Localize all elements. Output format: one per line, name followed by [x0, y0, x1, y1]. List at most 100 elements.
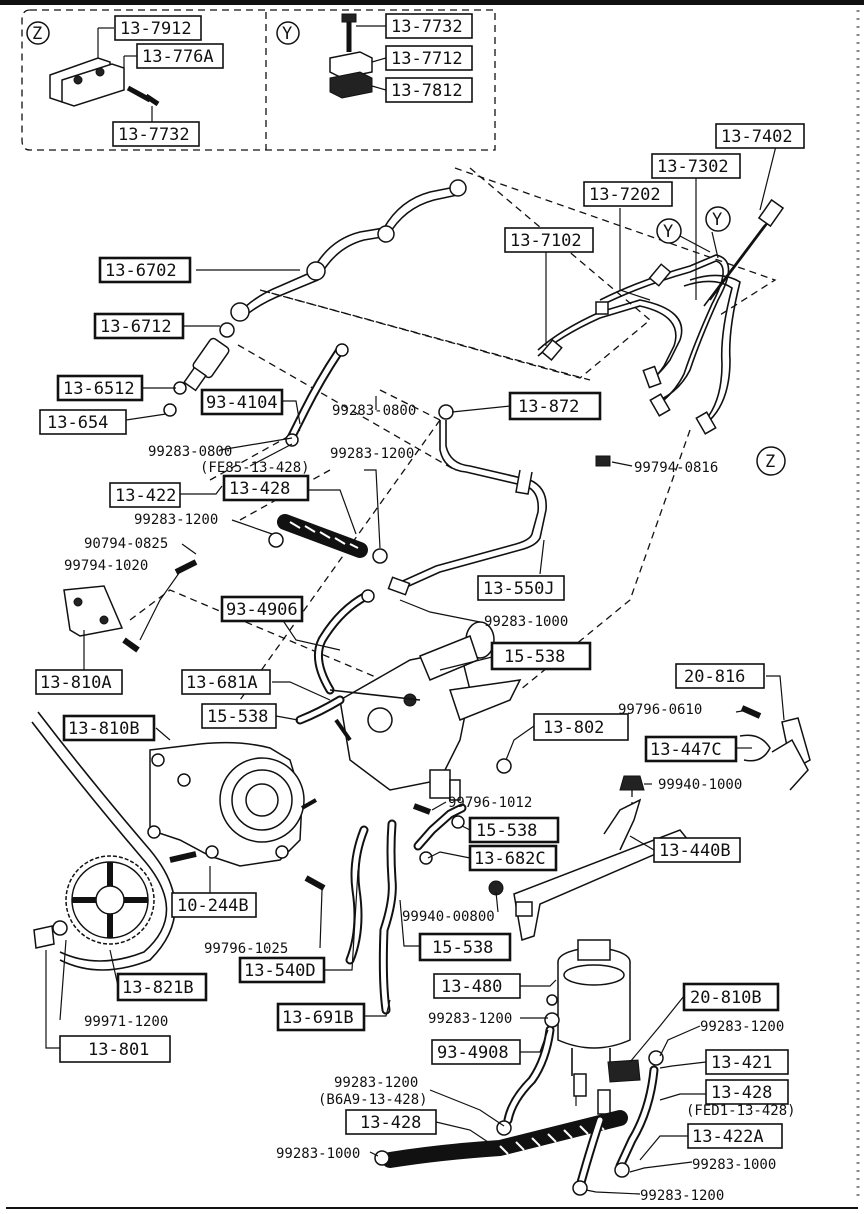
- label-20-810b: 20-810B: [690, 988, 762, 1008]
- bracket-20-816: [739, 705, 811, 791]
- banjo-fitting: [449, 179, 467, 197]
- banjo-fitting: [306, 261, 326, 281]
- text-99283-1200-f: 99283-1200: [640, 1188, 724, 1204]
- text-99283-1000-c: 99283-1000: [692, 1157, 776, 1173]
- hose-93-4906: [313, 591, 371, 695]
- label-13-422: 13-422: [115, 486, 176, 506]
- inset-y-label-3: 13-7812: [391, 81, 463, 101]
- label-93-4104: 93-4104: [206, 393, 278, 413]
- return-pipe: [163, 179, 467, 417]
- gasket: [219, 322, 235, 338]
- label-13-422a: 13-422A: [692, 1127, 764, 1147]
- clamp-hole: [95, 67, 105, 77]
- label-box: [112, 121, 200, 147]
- hose-13-428: [268, 514, 388, 564]
- bolt: [304, 875, 326, 891]
- clamp-upper-block: [61, 63, 125, 107]
- marker-y-circle: [656, 218, 682, 244]
- label-13-810b: 13-810B: [68, 719, 140, 739]
- filter-bracket: [513, 798, 690, 941]
- label-box: [114, 15, 202, 41]
- label-13-872: 13-872: [518, 397, 579, 417]
- label-13-801: 13-801: [88, 1040, 149, 1060]
- label-13-6702: 13-6702: [105, 261, 177, 281]
- bracket-13-810a: [63, 559, 198, 653]
- inset-y-label-2: 13-7712: [391, 49, 463, 69]
- label-13-7402: 13-7402: [721, 127, 793, 147]
- text-99283-1200-e: 99283-1200: [334, 1075, 418, 1091]
- bolt: [169, 851, 197, 863]
- label-13-480: 13-480: [441, 977, 502, 997]
- text-99796-0610: 99796-0610: [618, 702, 702, 718]
- clamp-hole: [73, 75, 83, 85]
- label-13-428-b: 13-428: [711, 1083, 772, 1103]
- text-99940-00800: 99940-00800: [402, 909, 495, 925]
- nut: [619, 775, 645, 791]
- washer: [163, 403, 177, 417]
- inset-z-label-2: 13-776A: [142, 47, 214, 67]
- text-90794-0825: 90794-0825: [84, 536, 168, 552]
- label-13-691b: 13-691B: [282, 1008, 354, 1028]
- label-93-4906: 93-4906: [226, 600, 298, 620]
- label-13-7202: 13-7202: [589, 185, 661, 205]
- banjo-13-872: [438, 404, 454, 420]
- label-13-7302: 13-7302: [657, 157, 729, 177]
- label-15-538-b: 15-538: [207, 707, 268, 727]
- y-marker-circle: [276, 21, 300, 45]
- inset-y-clip: [329, 51, 373, 79]
- label-93-4908: 93-4908: [437, 1043, 509, 1063]
- inset-frame: [21, 9, 496, 151]
- z-marker-circle: [26, 21, 50, 45]
- label-13-440b: 13-440B: [659, 841, 731, 861]
- text-99796-1012: 99796-1012: [448, 795, 532, 811]
- part-labels: 13-7402 13-7302 13-7202 13-7102 13-6702 …: [35, 123, 805, 1149]
- marker-y-2: Y: [712, 210, 722, 230]
- pulley-13-821b: [33, 855, 155, 949]
- label-13-821b: 13-821B: [122, 978, 194, 998]
- text-99283-1000-b: 99283-1000: [276, 1146, 360, 1162]
- part-number-texts: 99283-0800 99283-0800 (FE85-13-428) 9928…: [64, 403, 796, 1204]
- pipe-nut: [757, 198, 785, 228]
- sensor-20-810b: [607, 1059, 641, 1083]
- inset-z: Z 13-7912 13-776A 13-7732: [26, 15, 224, 147]
- view-markers: Y Y Z: [656, 206, 786, 476]
- banjo-fitting: [230, 302, 250, 322]
- label-13-540d: 13-540D: [244, 961, 316, 981]
- nut-13-801: [33, 925, 55, 949]
- text-99283-1200-c: 99283-1200: [428, 1011, 512, 1027]
- label-13-550j: 13-550J: [483, 579, 555, 599]
- text-99283-1000-a: 99283-1000: [484, 614, 568, 630]
- label-13-421: 13-421: [711, 1053, 772, 1073]
- inset-z-marker: Z: [32, 24, 42, 44]
- banjo-fitting: [377, 225, 395, 243]
- label-13-802: 13-802: [543, 718, 604, 738]
- label-20-816: 20-816: [684, 667, 745, 687]
- text-99283-1200-a: 99283-1200: [330, 446, 414, 462]
- text-99283-1200-d: 99283-1200: [700, 1019, 784, 1035]
- label-13-428-a: 13-428: [229, 479, 290, 499]
- label-15-538-c: 15-538: [476, 821, 537, 841]
- timing-belt: [37, 711, 176, 971]
- label-13-682c: 13-682C: [474, 849, 546, 869]
- marker-y-1: Y: [663, 222, 673, 242]
- label-15-538-d: 15-538: [432, 938, 493, 958]
- fuel-filter: [557, 939, 631, 1115]
- marker-z: Z: [765, 452, 775, 472]
- inset-y-marker: Y: [282, 24, 292, 44]
- label-13-6712: 13-6712: [100, 317, 172, 337]
- leader-lines: [45, 145, 785, 1195]
- inset-y-label-1: 13-7732: [391, 17, 463, 37]
- text-fed1: (FED1-13-428): [686, 1103, 796, 1119]
- text-99794-0816: 99794-0816: [634, 460, 718, 476]
- text-99940-1000: 99940-1000: [658, 777, 742, 793]
- injection-pump: [329, 621, 522, 799]
- label-13-7102: 13-7102: [510, 231, 582, 251]
- text-99971-1200: 99971-1200: [84, 1014, 168, 1030]
- text-99794-1020: 99794-1020: [64, 558, 148, 574]
- marker-y-circle: [705, 206, 731, 232]
- label-10-244b: 10-244B: [177, 896, 249, 916]
- inset-z-label-1: 13-7912: [120, 19, 192, 39]
- label-13-428-c: 13-428: [360, 1113, 421, 1133]
